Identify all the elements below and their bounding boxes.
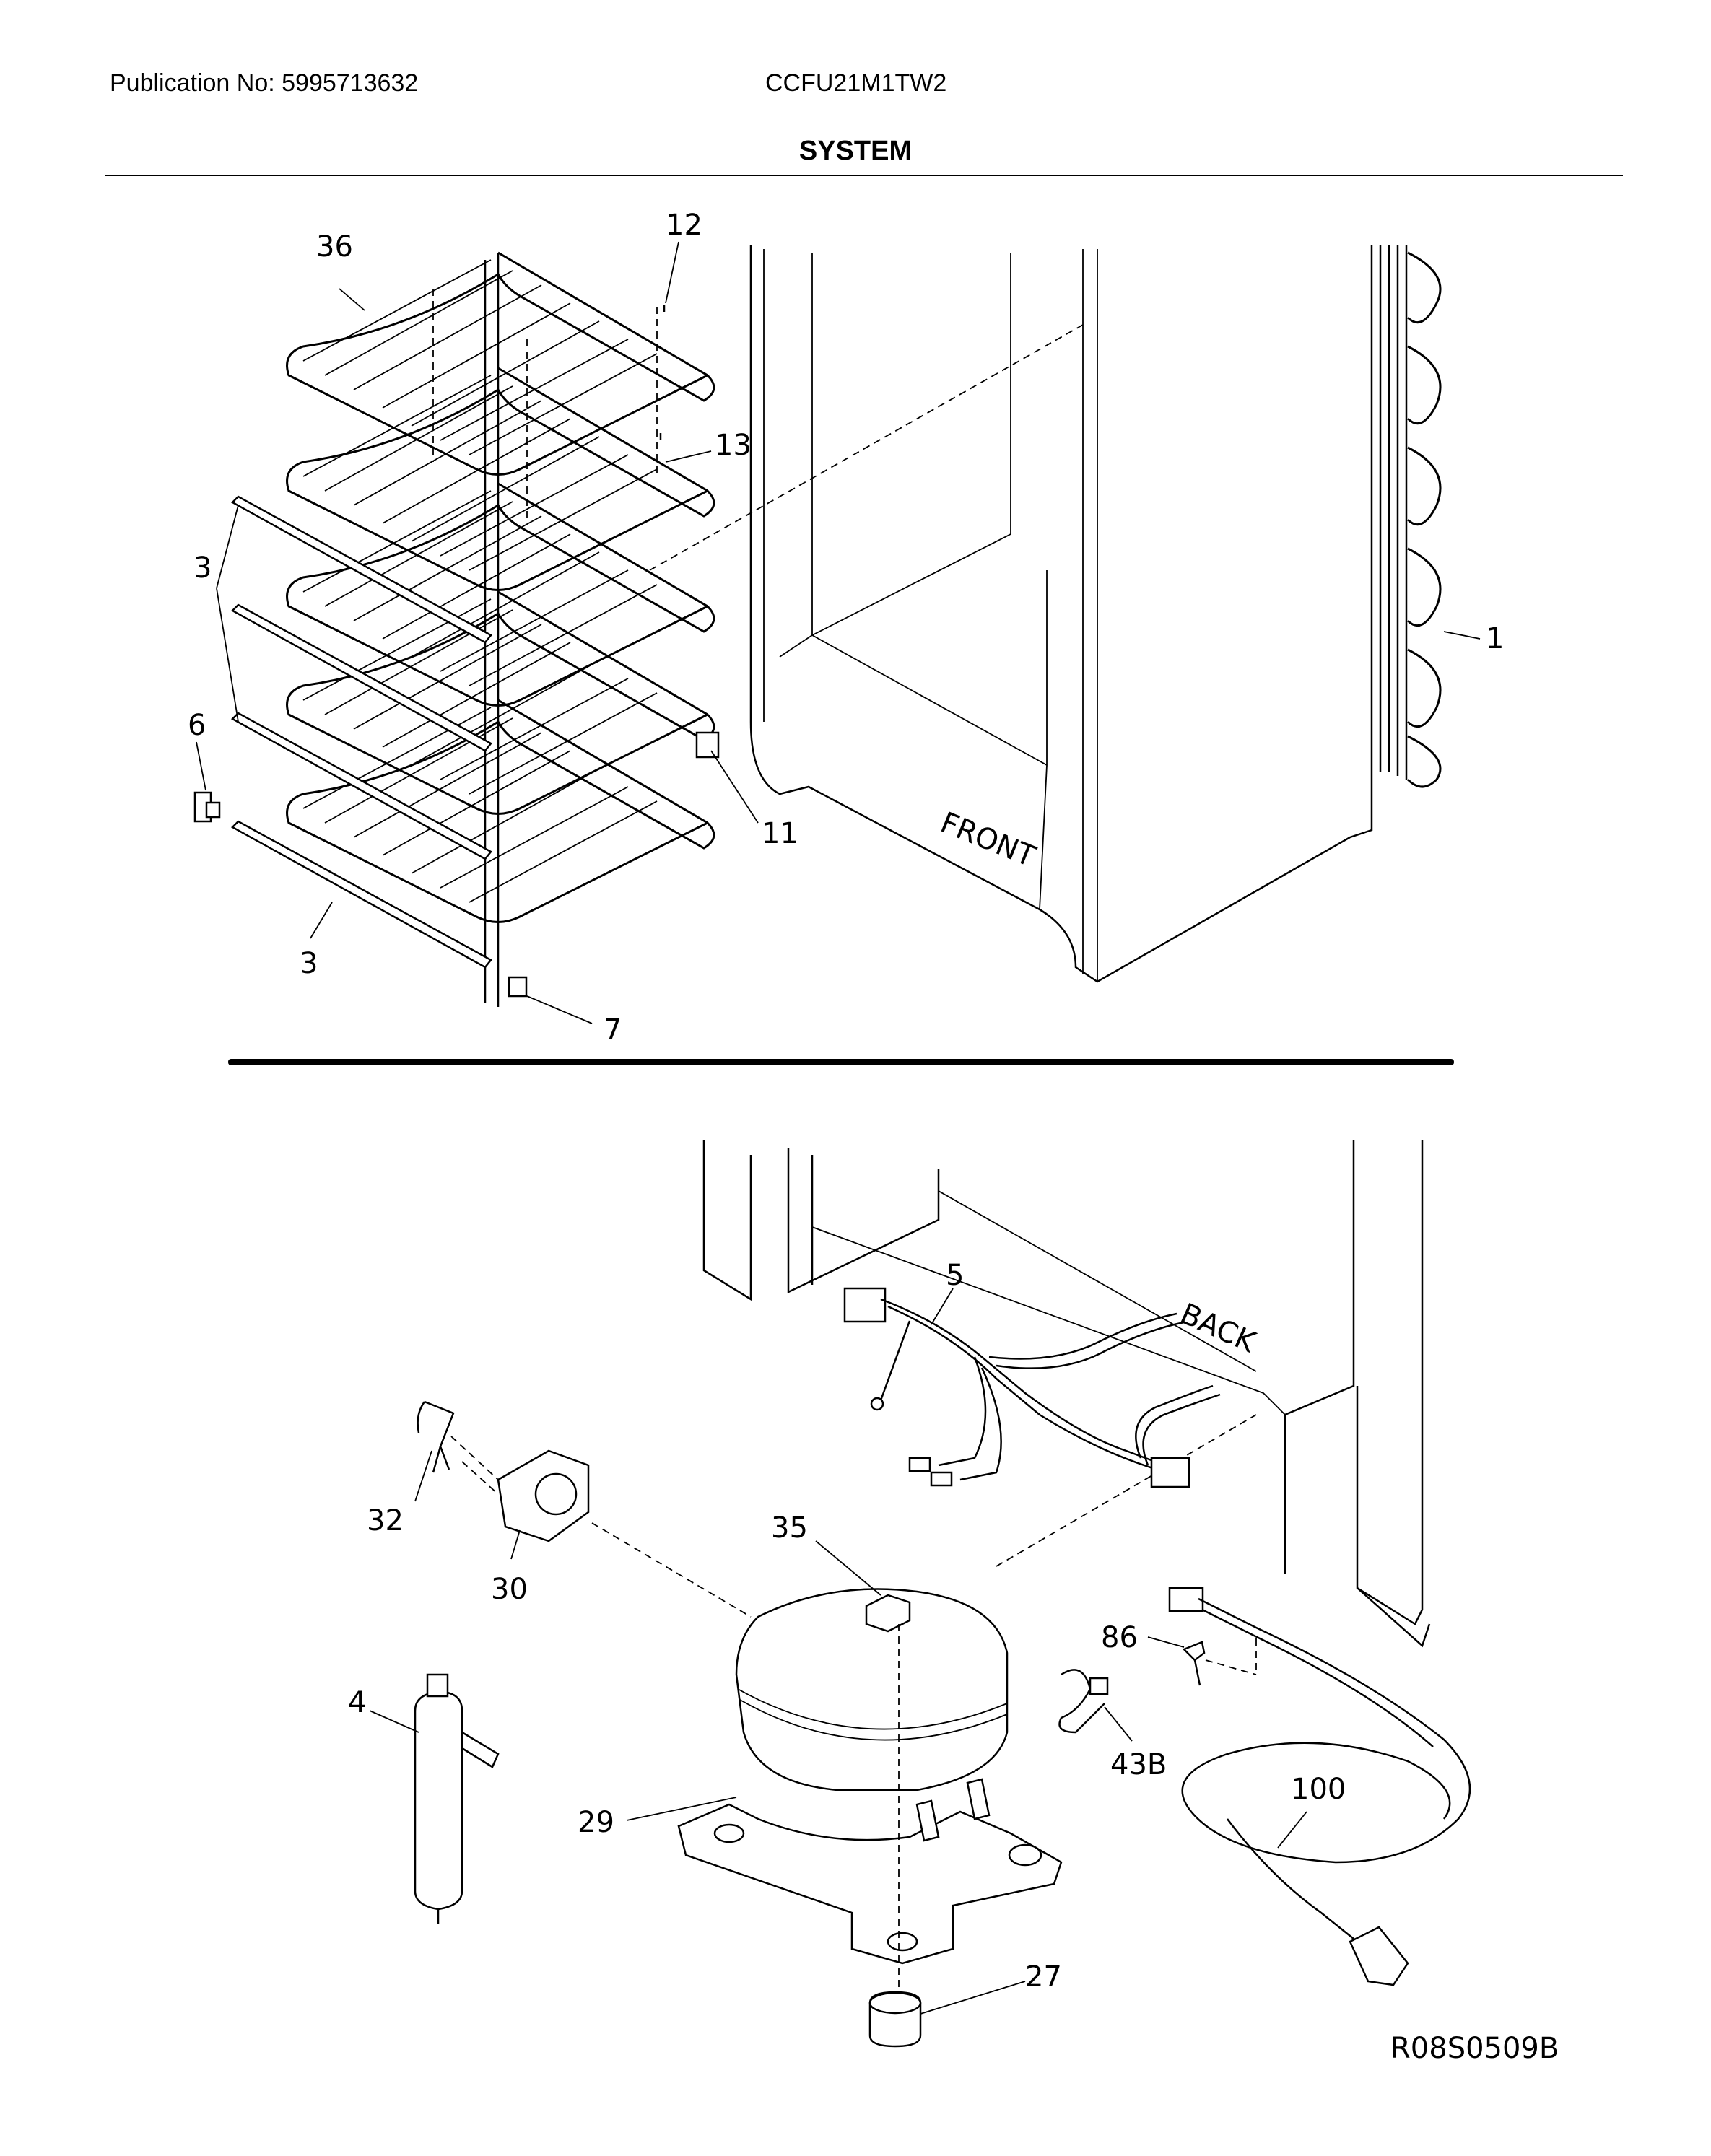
callout-3-upper: 3: [193, 551, 212, 585]
leader-30: [510, 1529, 521, 1560]
evaporator-shelf: [286, 251, 715, 476]
leader-6: [196, 741, 206, 791]
figure-code: R08S0509B: [1390, 2032, 1559, 2065]
leader-4: [369, 1710, 419, 1733]
callout-12: 12: [666, 209, 702, 242]
evaporator-coil-shelves: [286, 251, 715, 1007]
section-divider: [228, 1059, 1454, 1065]
callout-43b: 43B: [1110, 1748, 1167, 1781]
header-rule: [105, 175, 1623, 176]
callout-36: 36: [316, 230, 353, 263]
callout-5: 5: [946, 1259, 964, 1292]
leader-12: [665, 241, 679, 304]
callout-1: 1: [1486, 622, 1504, 655]
leader-3b: [310, 902, 333, 939]
leader-43b: [1104, 1706, 1133, 1742]
callout-11: 11: [762, 817, 798, 850]
leader-13: [665, 450, 712, 463]
evaporator-shelf: [286, 699, 715, 923]
cabinet-liner: [649, 245, 1373, 983]
leader-36: [339, 288, 365, 311]
overload-protector-relay: [417, 1400, 590, 1542]
label-front: FRONT: [936, 806, 1040, 874]
callout-30: 30: [491, 1573, 528, 1606]
leader-1: [1443, 631, 1481, 640]
leader-3a: [216, 505, 239, 723]
power-cord: [1168, 1587, 1471, 1986]
leader-7: [526, 995, 593, 1024]
compressor: [591, 1522, 1063, 2021]
leader-11: [710, 750, 759, 824]
leader-35: [815, 1540, 881, 1596]
publication-number: Publication No: 5995713632: [110, 69, 419, 97]
evaporator-shelf: [286, 367, 715, 591]
cabinet-bottom: [702, 1140, 1431, 1648]
callout-29: 29: [578, 1806, 614, 1839]
leader-5: [931, 1288, 954, 1325]
drier: [414, 1673, 500, 1924]
callout-3-lower: 3: [300, 947, 318, 980]
callout-32: 32: [367, 1504, 404, 1537]
leader-27: [920, 1981, 1026, 2015]
ground-screw-and-clamp: [1058, 1641, 1206, 1734]
evaporator-shelf: [286, 482, 715, 707]
shelf-clips: [193, 305, 720, 998]
callout-100: 100: [1291, 1773, 1346, 1806]
leader-86: [1147, 1636, 1185, 1648]
condenser-coil: [1379, 245, 1442, 788]
leader-32: [414, 1450, 432, 1502]
wiring-harness: [843, 1287, 1221, 1488]
callout-4: 4: [348, 1686, 366, 1719]
grommet: [868, 1991, 922, 2048]
model-number: CCFU21M1TW2: [765, 69, 947, 97]
shelf-retainer-rails: [230, 495, 492, 969]
callout-6: 6: [188, 709, 206, 742]
leader-100: [1277, 1811, 1307, 1849]
callout-7: 7: [604, 1013, 622, 1047]
callout-86: 86: [1101, 1621, 1138, 1654]
section-title: SYSTEM: [798, 136, 913, 166]
callout-13: 13: [715, 429, 752, 462]
callout-35: 35: [771, 1511, 808, 1545]
leader-29: [626, 1797, 737, 1821]
callout-27: 27: [1025, 1960, 1062, 1994]
